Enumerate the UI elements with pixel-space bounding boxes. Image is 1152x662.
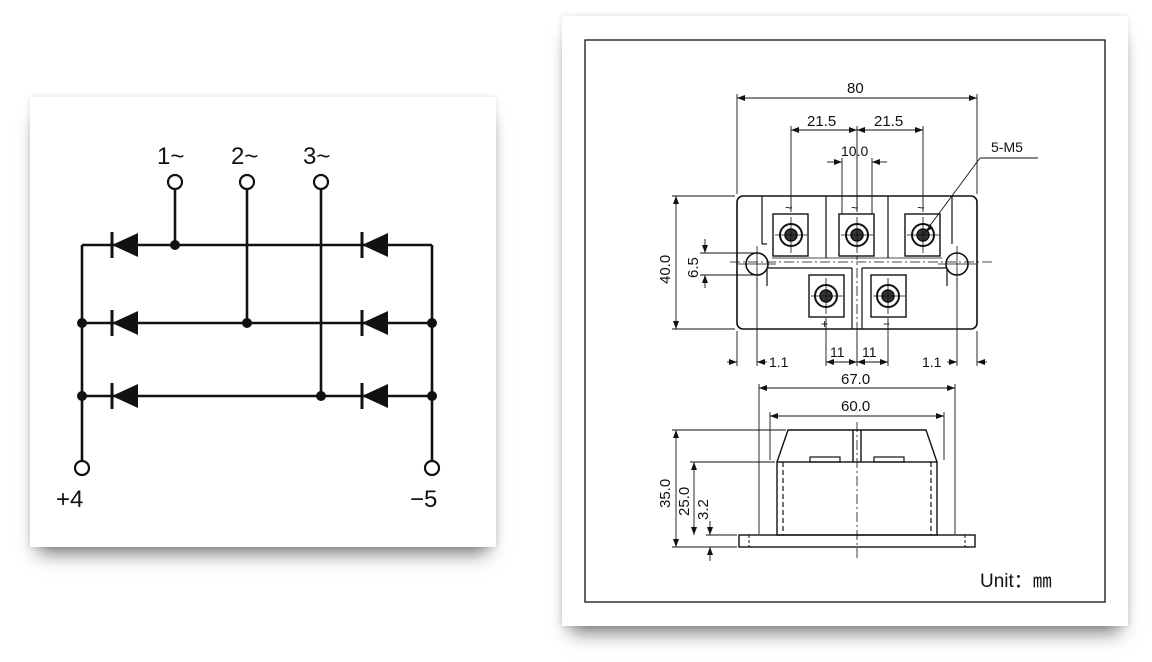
dim-total-height: 35.0	[657, 479, 674, 508]
dim-pitch-lower-right: 11	[862, 344, 877, 360]
diode-top-right	[360, 232, 388, 258]
top-view-dimension-lines	[672, 94, 1038, 366]
screw-ac-3	[904, 213, 941, 257]
diode-mid-left	[110, 310, 138, 336]
diode-bottom-right	[360, 383, 388, 409]
unit-label: Unit：㎜	[980, 571, 1052, 592]
terminal-label-1: 1~	[157, 143, 184, 170]
dim-case-height: 25.0	[676, 487, 693, 516]
drawing-frame	[584, 39, 1106, 603]
dimension-drawing-card: ~ ~ ~ + −	[562, 16, 1128, 626]
dim-hole-offset: 6.5	[685, 257, 702, 278]
screw-ac-2	[838, 213, 875, 257]
ac-mark-2: ~	[851, 200, 859, 215]
terminal-label-plus4: +4	[56, 486, 83, 513]
side-view-dimension-lines	[672, 384, 956, 561]
dim-width-80: 80	[847, 80, 864, 97]
screw-dc-minus	[870, 274, 907, 318]
dim-height-40: 40.0	[657, 255, 674, 284]
dim-pitch-right: 21.5	[874, 113, 903, 130]
ac-mark-1: ~	[785, 200, 793, 215]
plus-mark: +	[821, 317, 828, 331]
terminal-label-minus5: −5	[410, 486, 437, 513]
junction-dots	[77, 240, 437, 401]
circuit-diagram-card: 1~ 2~ 3~ +4 −5	[30, 97, 496, 547]
diode-bottom-left	[110, 383, 138, 409]
dim-case-width: 67.0	[841, 371, 870, 388]
screw-dc-plus	[808, 274, 845, 318]
diode-top-left	[110, 232, 138, 258]
dim-center-10: 10.0	[841, 143, 868, 159]
side-view-arrowheads	[673, 385, 955, 555]
top-view-arrowheads	[673, 95, 985, 365]
screw-ac-1	[772, 213, 809, 257]
terminal-label-3: 3~	[303, 143, 330, 170]
terminal-circles	[73, 173, 441, 477]
terminal-screws	[772, 213, 941, 318]
dim-edge-right: 1.1	[922, 354, 942, 370]
dim-pitch-left: 21.5	[807, 113, 836, 130]
dim-edge-left: 1.1	[769, 354, 789, 370]
terminal-label-2: 2~	[231, 143, 258, 170]
diode-mid-right	[360, 310, 388, 336]
ac-mark-3: ~	[917, 200, 925, 215]
dim-base-thickness: 3.2	[695, 499, 712, 520]
side-view	[738, 422, 976, 560]
dim-body-width: 60.0	[841, 398, 870, 415]
dimension-drawing: ~ ~ ~ + −	[584, 39, 1106, 603]
circuit-diagram: 1~ 2~ 3~ +4 −5	[56, 143, 441, 513]
screw-spec-label: 5-M5	[991, 139, 1023, 155]
dim-pitch-lower-left: 11	[830, 344, 845, 360]
minus-mark: −	[883, 317, 890, 331]
